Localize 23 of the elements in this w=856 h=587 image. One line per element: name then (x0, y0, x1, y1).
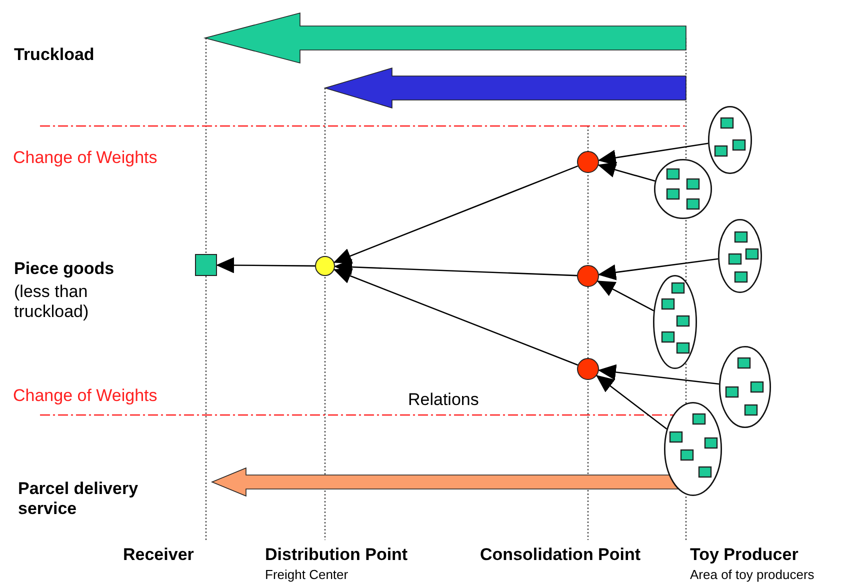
arrow (216, 257, 315, 274)
row-heading: Parcel delivery service (18, 479, 140, 518)
arrow (598, 364, 720, 385)
arrow (598, 162, 656, 182)
column-subheading: Freight Center (265, 568, 350, 583)
arrow (334, 259, 578, 276)
arrow (596, 280, 654, 312)
arrow (596, 375, 668, 430)
arrow (333, 165, 578, 264)
arrow (333, 268, 578, 366)
arrow (598, 258, 718, 280)
column-subheading: Area of toy producers (690, 568, 816, 583)
relations-label: Relations (408, 390, 480, 410)
divider-label: Change of Weights (13, 386, 158, 406)
row-heading: Truckload (14, 45, 96, 65)
column-heading: Toy Producer (690, 545, 800, 565)
row-heading: Piece goods (14, 259, 116, 279)
column-heading: Receiver (123, 545, 195, 565)
divider-label: Change of Weights (13, 148, 158, 168)
row-subheading: (less than truckload) (14, 282, 90, 322)
column-heading: Consolidation Point (480, 545, 642, 565)
column-heading: Distribution Point (265, 545, 409, 565)
arrow (598, 142, 708, 166)
